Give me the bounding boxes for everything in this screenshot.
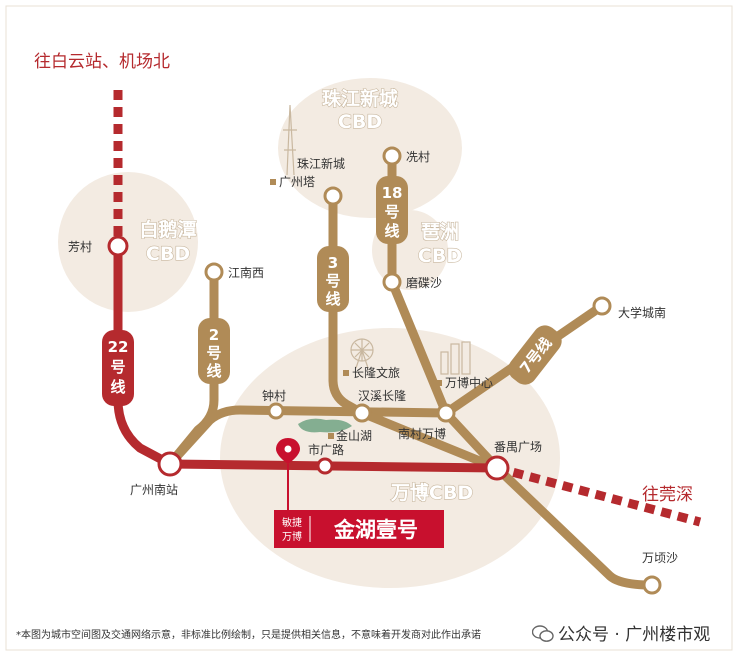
label-jiangnanxi: 江南西 xyxy=(228,265,264,280)
line3-label: 3 号 线 xyxy=(317,246,349,312)
label-hanxichanglong: 汉溪长隆 xyxy=(358,388,406,403)
direction-north: 往白云站、机场北 xyxy=(34,52,170,72)
station-shiguanglu xyxy=(316,457,334,475)
station-zhongcun xyxy=(267,402,285,420)
jinshan-lake-marker xyxy=(328,433,334,439)
station-fangcun xyxy=(107,235,129,257)
lake-icon xyxy=(298,418,352,433)
cbd-baietan-title-1: 白鹅潭 xyxy=(139,218,196,241)
canton-tower-marker xyxy=(270,179,276,185)
chimelong-marker xyxy=(343,370,349,376)
label-fangcun: 芳村 xyxy=(68,240,92,254)
direction-east: 往莞深 xyxy=(642,485,693,505)
cbd-pazhou-title-2: CBD xyxy=(418,245,462,267)
cbd-zhujiang-title-1: 珠江新城 xyxy=(322,87,398,110)
station-modiesha xyxy=(382,272,402,292)
station-xiancun xyxy=(382,146,402,166)
line3-label-2: 号 xyxy=(325,272,340,290)
line2-label-3: 线 xyxy=(206,362,221,380)
line3-label-3: 线 xyxy=(325,290,340,308)
line2-label: 2 号 线 xyxy=(198,318,230,384)
line18-path xyxy=(387,151,657,590)
line18-label-2: 号 xyxy=(384,203,399,221)
label-zhongcun: 钟村 xyxy=(262,388,286,403)
credit-text: 公众号 · 广州楼市观 xyxy=(558,625,711,645)
map-frame xyxy=(5,5,733,651)
label-panyuguangchang: 番禺广场 xyxy=(494,440,542,454)
wanbo-center-marker xyxy=(436,380,442,386)
label-shiguanglu: 市广路 xyxy=(308,442,344,457)
station-wanqingsha xyxy=(642,575,662,595)
line18-label-3: 线 xyxy=(384,222,399,240)
station-panyuguangchang xyxy=(484,455,510,481)
station-nancunwanbo xyxy=(436,403,456,423)
line22-label: 22 号 线 xyxy=(102,330,134,406)
label-modiesha: 磨碟沙 xyxy=(406,276,442,290)
label-daxuechengnan: 大学城南 xyxy=(618,305,666,320)
line18-label-1: 18 xyxy=(382,184,403,202)
project-tag-1: 敏捷 xyxy=(282,516,302,529)
location-pin-icon xyxy=(276,438,300,464)
canton-tower-icon xyxy=(283,104,297,176)
label-guangzhounanzhan: 广州南站 xyxy=(130,482,178,497)
station-zhujiangxincheng xyxy=(323,186,343,206)
line22-label-2: 号 xyxy=(110,358,125,376)
project-label-bg xyxy=(274,510,444,548)
cbd-zone-baietan xyxy=(58,172,198,312)
line3-path xyxy=(328,191,502,473)
line18-label: 18 号 线 xyxy=(376,176,408,244)
cbd-zone-zhujiang xyxy=(278,78,462,218)
line2-label-2: 号 xyxy=(206,344,221,362)
label-wanqingsha: 万顷沙 xyxy=(642,551,678,565)
disclaimer-note: *本图为城市空间图及交通网络示意，非标准比例绘制，只是提供相关信息，不意味着开发… xyxy=(16,630,481,641)
project-name: 金湖壹号 xyxy=(333,518,418,542)
station-jiangnanxi xyxy=(204,262,224,282)
line22-label-3: 线 xyxy=(110,378,125,396)
wechat-credit: 公众号 · 广州楼市观 xyxy=(532,620,710,645)
cbd-pazhou-title-1: 琶洲 xyxy=(421,221,459,243)
label-nancunwanbo: 南村万博 xyxy=(398,426,446,441)
cbd-zhujiang-title-2: CBD xyxy=(338,111,382,133)
label-jinshan-lake: 金山湖 xyxy=(336,428,372,443)
station-guangzhounanzhan xyxy=(157,451,183,477)
line3-label-1: 3 xyxy=(328,254,338,272)
buildings-icon xyxy=(440,341,471,375)
label-chimelong: 长隆文旅 xyxy=(352,365,400,380)
line22-east-dashed xyxy=(495,463,702,527)
line2-label-1: 2 xyxy=(209,326,219,344)
cbd-wanbo-title: 万博CBD xyxy=(390,481,473,504)
cbd-baietan-title-2: CBD xyxy=(146,243,190,265)
label-xiancun: 冼村 xyxy=(406,150,430,164)
station-hanxichanglong xyxy=(352,403,372,423)
project-tag-2: 万博 xyxy=(282,530,302,543)
ferris-wheel-icon xyxy=(350,338,374,369)
label-canton-tower: 广州塔 xyxy=(279,175,315,189)
station-daxuechengnan xyxy=(592,296,612,316)
project-label: 敏捷 万博 金湖壹号 xyxy=(274,510,444,548)
gold-lines xyxy=(165,151,657,590)
label-zhujiangxincheng: 珠江新城 xyxy=(297,156,345,171)
stations xyxy=(107,146,662,595)
label-wanbo-center: 万博中心 xyxy=(445,375,493,390)
wechat-icon xyxy=(532,625,554,642)
line7-path xyxy=(165,301,607,469)
line22-label-1: 22 xyxy=(108,338,129,356)
